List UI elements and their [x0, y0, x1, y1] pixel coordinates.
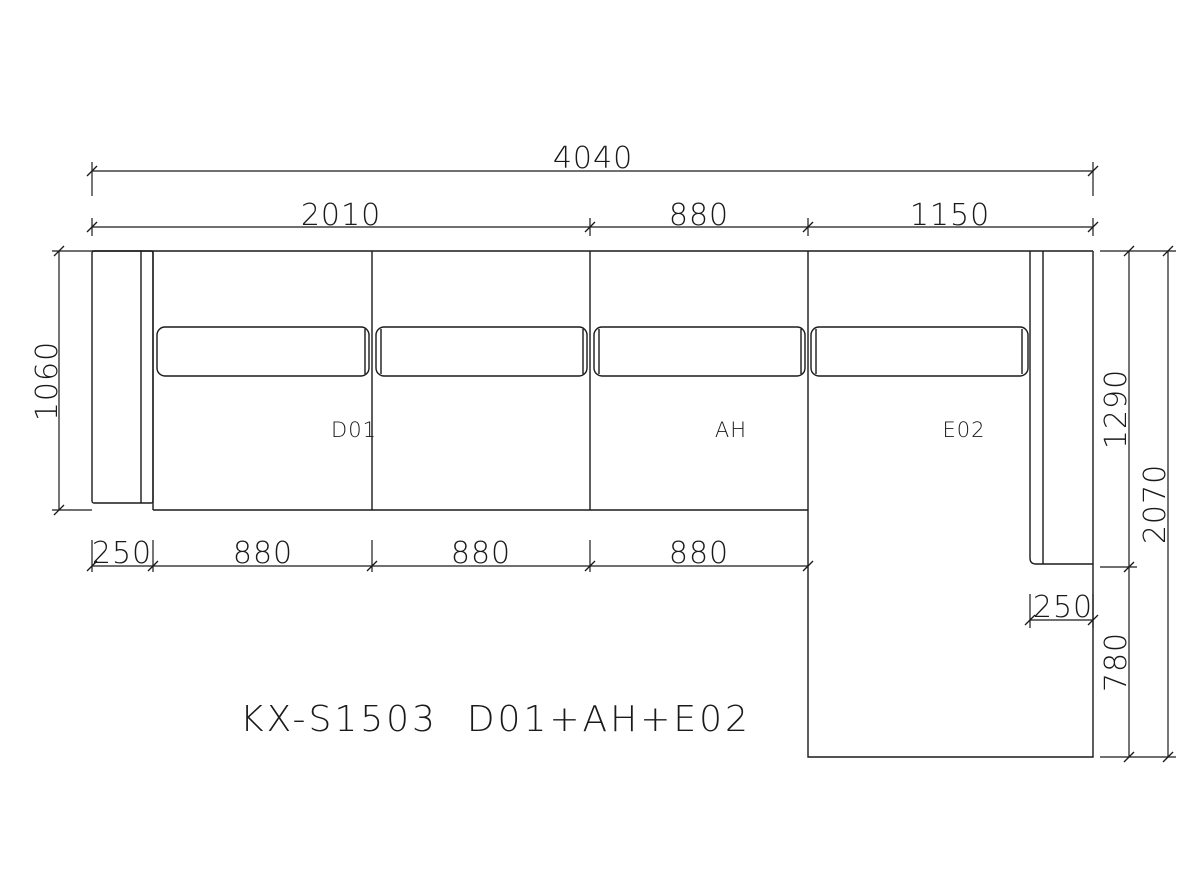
- tick: [1123, 561, 1135, 573]
- back-cushion-4: [810, 326, 1029, 377]
- dim-right-total: 2070: [1138, 464, 1173, 544]
- tick: [86, 560, 98, 572]
- tick: [53, 504, 65, 516]
- left-armrest: [91, 250, 154, 504]
- tick: [147, 560, 159, 572]
- tick: [1123, 751, 1135, 763]
- module-label-d01: D01: [331, 418, 377, 442]
- tick: [1162, 751, 1174, 763]
- tick: [1024, 614, 1036, 626]
- tick: [53, 245, 65, 257]
- back-cushion-2: [375, 326, 588, 377]
- dim-right-arm: 250: [1033, 590, 1093, 625]
- module-label-e02: E02: [943, 418, 986, 442]
- dim-overall-width: 4040: [553, 141, 633, 176]
- tick: [1162, 245, 1174, 257]
- tick: [584, 221, 596, 233]
- back-cushion-3: [593, 326, 806, 377]
- tick: [584, 560, 596, 572]
- tick: [1087, 614, 1099, 626]
- right-armrest: [1029, 251, 1093, 565]
- tick: [366, 560, 378, 572]
- bottom-dimension-lines: [86, 540, 814, 572]
- module-label-ah: AH: [715, 418, 747, 442]
- back-cushion-1: [156, 326, 370, 377]
- dim-bottom-seat-2: 880: [451, 536, 511, 571]
- dim-bottom-seat-1: 880: [233, 536, 293, 571]
- dim-right-upper: 1290: [1099, 369, 1134, 449]
- tick: [802, 560, 814, 572]
- dim-bottom-arm: 250: [92, 536, 152, 571]
- dim-top-middle: 880: [669, 198, 729, 233]
- tick: [86, 221, 98, 233]
- dim-right-lower: 780: [1099, 632, 1134, 692]
- tick: [86, 165, 98, 177]
- model-title: KX-S1503 D01+AH+E02: [240, 699, 751, 740]
- dim-top-right: 1150: [910, 198, 990, 233]
- left-dimension-lines: [52, 245, 92, 516]
- tick: [1123, 245, 1135, 257]
- tick: [1087, 165, 1099, 177]
- tick: [802, 221, 814, 233]
- dim-bottom-seat-3: 880: [669, 536, 729, 571]
- dim-left-depth: 1060: [30, 341, 65, 421]
- dim-top-left: 2010: [301, 198, 381, 233]
- top-dimension-lines: [86, 162, 1099, 236]
- right-dimension-lines: [1100, 245, 1176, 763]
- tick: [1087, 221, 1099, 233]
- sofa-outline: [91, 250, 1094, 758]
- right-arm-dimension-lines: [1024, 594, 1099, 628]
- main-body-outline: [153, 250, 1094, 758]
